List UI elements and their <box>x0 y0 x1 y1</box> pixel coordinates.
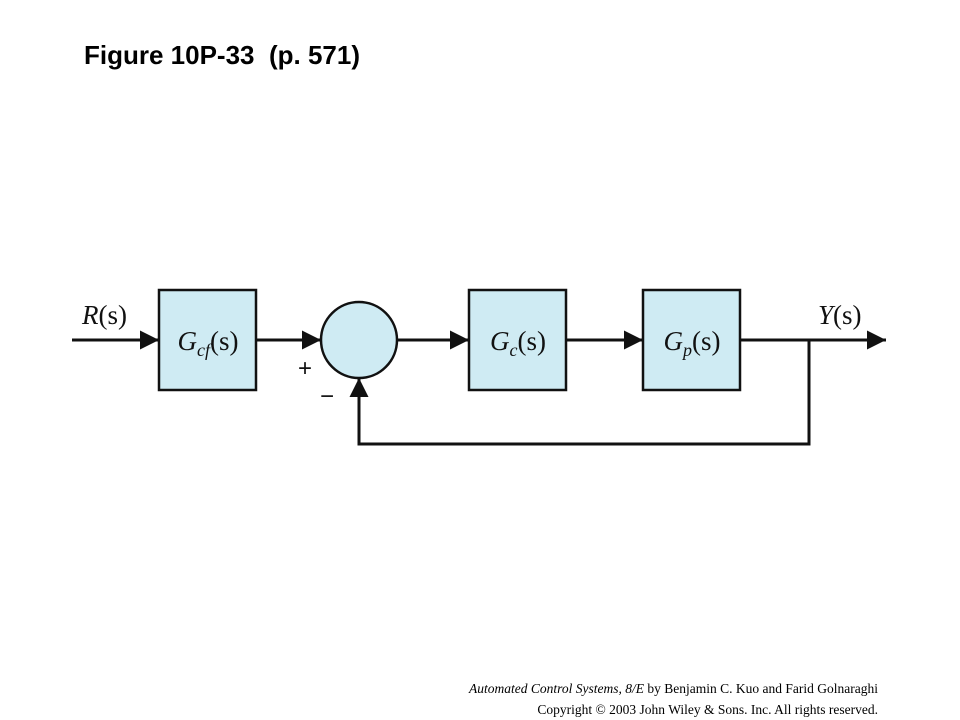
input-label: R(s) <box>81 300 127 330</box>
book-title: Automated Control Systems, 8/E <box>469 681 645 696</box>
controller-label: Gc(s) <box>490 326 546 360</box>
prefilter-block: Gcf(s) <box>157 288 258 392</box>
feedback-path-line <box>349 340 811 446</box>
footer-credit: Automated Control Systems, 8/E by Benjam… <box>469 678 878 720</box>
figure-title: Figure 10P-33 (p. 571) <box>84 40 360 70</box>
author-byline: by Benjamin C. Kuo and Farid Golnaraghi <box>644 681 878 696</box>
output-label: Y(s) <box>818 300 862 330</box>
controller-block: Gc(s) <box>467 288 568 392</box>
plant-block: Gp(s) <box>641 288 742 392</box>
plus-sign: + <box>298 355 312 382</box>
footer-citation: Automated Control Systems, 8/E by Benjam… <box>469 678 878 699</box>
summing-junction <box>319 300 399 380</box>
minus-sign: − <box>320 383 334 410</box>
plant-label: Gp(s) <box>664 326 721 360</box>
prefilter-label: Gcf(s) <box>178 326 239 360</box>
copyright-notice: Copyright © 2003 John Wiley & Sons. Inc.… <box>537 702 878 717</box>
